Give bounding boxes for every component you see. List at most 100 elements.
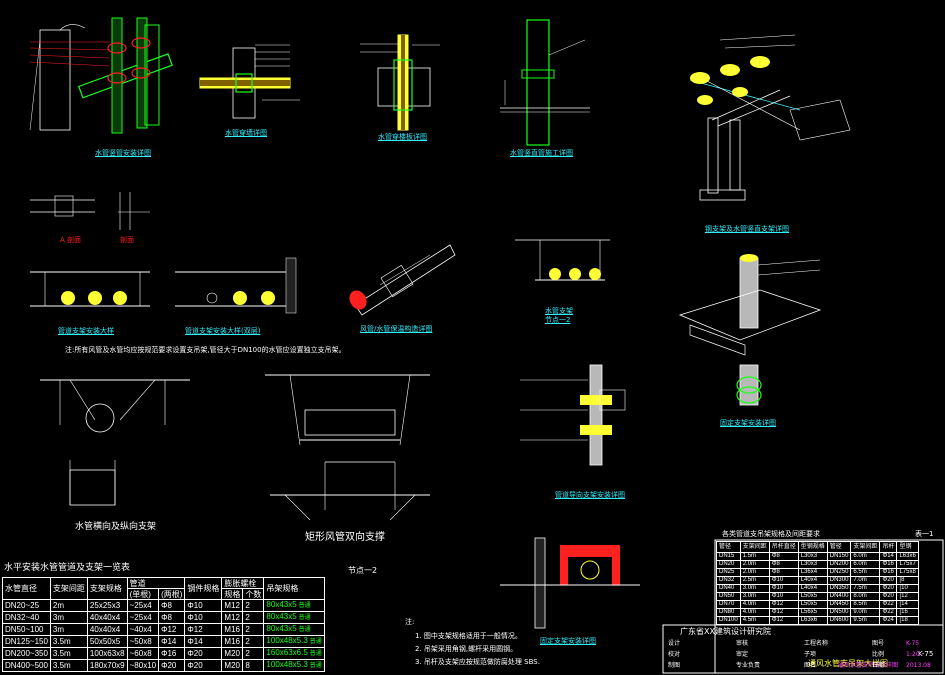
right-table-cell: DN25 — [716, 568, 741, 577]
right-table-cell: DN80 — [716, 608, 741, 617]
right-table-header-cell: 支架间距 — [739, 541, 770, 553]
right-table-cell: DN500 — [826, 608, 852, 617]
right-table-cell: 4.0m — [739, 600, 770, 609]
title-drawing-no: K-75 — [918, 650, 934, 658]
right-table-cell: 9.0m — [850, 608, 881, 617]
title-block-cell: 比例 — [872, 651, 885, 658]
right-table-cell: 8.5m — [850, 600, 881, 609]
right-table-cell: DN300 — [826, 576, 852, 585]
caption-water-pipe-sub: 节点一2 — [545, 316, 571, 324]
right-table-cell: DN400 — [826, 592, 852, 601]
title-company: 广东省XX建筑设计研究院 — [680, 627, 771, 636]
row-tag: 普通 — [298, 627, 311, 633]
table-subheader-cell: 个数 — [242, 588, 265, 600]
right-table-cell: Φ22 — [879, 600, 898, 609]
table-cell: ~40x4 — [126, 623, 160, 636]
right-table-cell: DN70 — [716, 600, 741, 609]
table-cell: Φ10 — [184, 599, 223, 612]
title-block-cell: 图名 — [804, 662, 817, 669]
table-cell: M12 — [221, 599, 244, 612]
table-cell: 40x40x4 — [86, 623, 128, 636]
title-block-cell: 日期 — [872, 662, 885, 669]
table-header-cell: 支架间距 — [49, 577, 88, 600]
detail-support-rows — [30, 257, 297, 314]
table-cell: M16 — [221, 635, 244, 648]
right-table-cell: Φ12 — [768, 608, 799, 617]
note-2: 2. 吊架采用角钢,螺杆采用圆钢。 — [415, 645, 518, 653]
table-header-cell: 钢件规格 — [184, 577, 223, 600]
table-cell: ~50x8 — [126, 635, 160, 648]
right-table-cell: L40x4 — [797, 584, 828, 593]
caption-pipe-wall: 水管竖管安装详图 — [95, 149, 151, 157]
row-tag: 普通 — [298, 603, 311, 609]
detail-pipe-through-floor — [360, 34, 440, 131]
right-table-cell: 8.0m — [850, 592, 881, 601]
detail-fixed-support — [678, 254, 822, 406]
title-block-cell: 审核 — [736, 640, 749, 647]
detail-pipe-wall — [29, 17, 173, 134]
right-table-cell: Φ8 — [768, 560, 799, 569]
right-table-cell: DN15 — [716, 552, 741, 561]
right-table-cell: [18 — [896, 616, 919, 625]
right-table-cell: L36x4 — [797, 568, 828, 577]
table-cell: DN32~40 — [2, 611, 51, 624]
table-header-cell: 膨胀螺栓 — [221, 577, 265, 589]
right-table-cell: Φ10 — [768, 576, 799, 585]
caption-insulation: 风管/水管保温构造详图 — [360, 325, 433, 333]
detail-insulated-pipe — [349, 244, 456, 316]
table-cell: 2 — [242, 611, 265, 624]
table-cell: 25x25x3 — [86, 599, 128, 612]
table-header-cell: 水管直径 — [2, 577, 51, 600]
right-table-cell: 3.0m — [739, 584, 770, 593]
table-cell: Φ14 — [184, 635, 223, 648]
table-cell: M20 — [221, 659, 244, 672]
right-table-cell: DN600 — [826, 616, 852, 625]
note-3: 3. 吊杆及支架应按规范做防腐处理 SBS. — [415, 658, 540, 666]
right-table-cell: L75x7 — [896, 560, 919, 569]
caption-water-pipe: 水管支架 — [545, 307, 573, 315]
table-header-cell: 管道 — [126, 577, 186, 589]
caption-hanger: 水管横向及纵向支架 — [75, 522, 157, 532]
right-table-cell: DN350 — [826, 584, 852, 593]
table-cell: 3m — [49, 611, 88, 624]
table-cell: DN50~100 — [2, 623, 51, 636]
right-table-cell: 6.0m — [850, 552, 881, 561]
caption-section-a: A 剖面 — [60, 236, 82, 244]
caption-section-b: 剖面 — [120, 236, 134, 244]
title-block-cell: 子项 — [804, 651, 817, 658]
right-table-title: 各类管道支吊架规格及间距要求 — [722, 530, 820, 538]
right-table-cell: DN250 — [826, 568, 852, 577]
table-cell: 2 — [242, 599, 265, 612]
right-table-header-cell: 型钢规格 — [797, 541, 828, 553]
right-table-cell: Φ12 — [768, 616, 799, 625]
right-table-cell: Φ20 — [879, 584, 898, 593]
table-header-cell: 吊架规格 — [263, 577, 325, 600]
title-block-cell: 校对 — [668, 651, 681, 658]
right-table-cell: DN50 — [716, 592, 741, 601]
table-cell: M20 — [221, 647, 244, 660]
title-block-cell: 审定 — [736, 651, 749, 658]
right-table-cell: L63x6 — [797, 616, 828, 625]
right-table-cell: L50x5 — [797, 600, 828, 609]
right-table-header-cell: 管径 — [826, 541, 852, 553]
note-1: 1. 图中支架规格适用于一般情况。 — [415, 632, 522, 640]
detail-riser — [500, 19, 590, 146]
right-table-cell: [16 — [896, 608, 919, 617]
table-subheader-cell: 规格 — [221, 588, 244, 600]
title-block-cell: 工程名称 — [804, 640, 829, 647]
right-table-code: 表一1 — [915, 530, 934, 538]
